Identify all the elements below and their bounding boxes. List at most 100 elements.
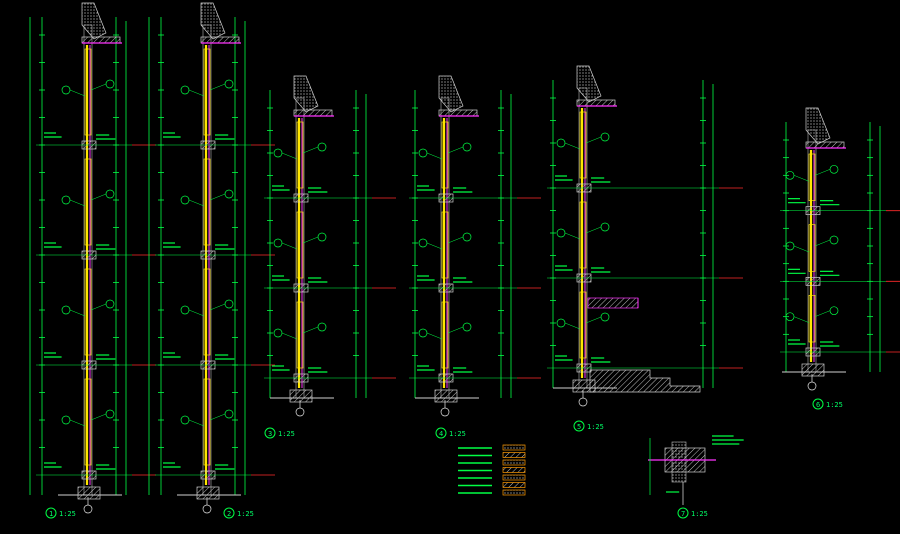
- callout-bubble: [317, 322, 327, 332]
- callout-bubble: [61, 305, 71, 315]
- parapet: [293, 75, 319, 113]
- callout-bubble: [462, 232, 472, 242]
- window-frame: [579, 201, 587, 269]
- callout-bubble: [556, 138, 566, 148]
- window-frame: [808, 294, 816, 343]
- window-frame: [579, 291, 587, 359]
- legend-swatch: [502, 444, 526, 451]
- leader-line: [447, 236, 464, 244]
- leader-line: [69, 309, 86, 317]
- leader-line: [69, 89, 86, 97]
- leader-line: [426, 152, 443, 160]
- window-frame: [203, 158, 211, 246]
- leader-line: [281, 242, 298, 250]
- section-number: 5: [577, 423, 581, 431]
- roof-slab: [805, 141, 845, 149]
- callout-bubble: [273, 238, 283, 248]
- roof-slab: [576, 99, 616, 107]
- leader-line: [90, 193, 107, 201]
- window-frame: [441, 211, 449, 279]
- window-frame: [441, 121, 449, 189]
- window-frame: [296, 121, 304, 189]
- callout-bubble: [180, 305, 190, 315]
- wall-section-2: [148, 2, 275, 514]
- callout-bubble: [105, 299, 115, 309]
- leader-line: [188, 199, 205, 207]
- callout-bubble: [105, 189, 115, 199]
- section-title-4: 4 1:25: [435, 427, 466, 439]
- parapet: [438, 75, 464, 113]
- window-frame: [296, 211, 304, 279]
- callout-bubble: [61, 415, 71, 425]
- leader-line: [585, 136, 602, 144]
- window-frame: [84, 48, 92, 136]
- section-title-7: 7 1:25: [677, 507, 708, 519]
- callout-bubble: [418, 238, 428, 248]
- callout-bubble: [829, 235, 839, 245]
- section-number: 6: [816, 401, 820, 409]
- leader-line: [585, 316, 602, 324]
- parapet: [81, 2, 107, 40]
- callout-bubble: [105, 409, 115, 419]
- leader-line: [209, 83, 226, 91]
- callout-bubble: [317, 232, 327, 242]
- balcony-slab: [587, 297, 639, 309]
- callout-bubble: [224, 79, 234, 89]
- callout-bubble: [600, 312, 610, 322]
- section-number: 7: [681, 510, 685, 518]
- leader-line: [302, 146, 319, 154]
- foundation: [801, 363, 825, 377]
- leader-line: [426, 332, 443, 340]
- axis-bubble: [440, 407, 450, 417]
- section-title-1: 1 1:25: [45, 507, 76, 519]
- section-number: 1: [49, 510, 53, 518]
- wall-section-3: [264, 75, 396, 417]
- detail-column: [671, 441, 687, 483]
- callout-bubble: [273, 328, 283, 338]
- callout-bubble: [556, 228, 566, 238]
- section-scale: 1:25: [237, 510, 254, 518]
- callout-bubble: [462, 322, 472, 332]
- window-frame: [296, 301, 304, 369]
- callout-bubble: [600, 132, 610, 142]
- section-scale: 1:25: [826, 401, 843, 409]
- leader-line: [564, 232, 581, 240]
- callout-bubble: [180, 195, 190, 205]
- leader-line: [564, 142, 581, 150]
- section-scale: 1:25: [587, 423, 604, 431]
- window-frame: [203, 268, 211, 356]
- stepped-terrace: [589, 369, 701, 393]
- callout-bubble: [600, 222, 610, 232]
- leader-line: [209, 303, 226, 311]
- parapet: [576, 65, 602, 103]
- leader-line: [69, 419, 86, 427]
- window-frame: [84, 378, 92, 466]
- window-frame: [808, 153, 816, 202]
- window-frame: [579, 111, 587, 179]
- axis-bubble: [83, 504, 93, 514]
- callout-bubble: [556, 318, 566, 328]
- detail-7: [648, 435, 744, 505]
- leader-line: [793, 245, 810, 253]
- foundation: [77, 486, 101, 500]
- leader-line: [302, 326, 319, 334]
- callout-bubble: [180, 415, 190, 425]
- leader-line: [814, 169, 831, 176]
- leader-line: [447, 326, 464, 334]
- leader-line: [814, 310, 831, 317]
- window-frame: [441, 301, 449, 369]
- leader-line: [447, 146, 464, 154]
- legend-swatch: [502, 489, 526, 496]
- legend-swatch: [502, 452, 526, 458]
- wall-section-1: [29, 2, 156, 514]
- section-scale: 1:25: [691, 510, 708, 518]
- callout-bubble: [418, 328, 428, 338]
- leader-line: [188, 89, 205, 97]
- window-frame: [84, 158, 92, 246]
- callout-bubble: [105, 79, 115, 89]
- roof-slab: [81, 36, 121, 44]
- wall-section-6: [780, 107, 900, 391]
- leader-line: [188, 419, 205, 427]
- foundation: [289, 389, 313, 403]
